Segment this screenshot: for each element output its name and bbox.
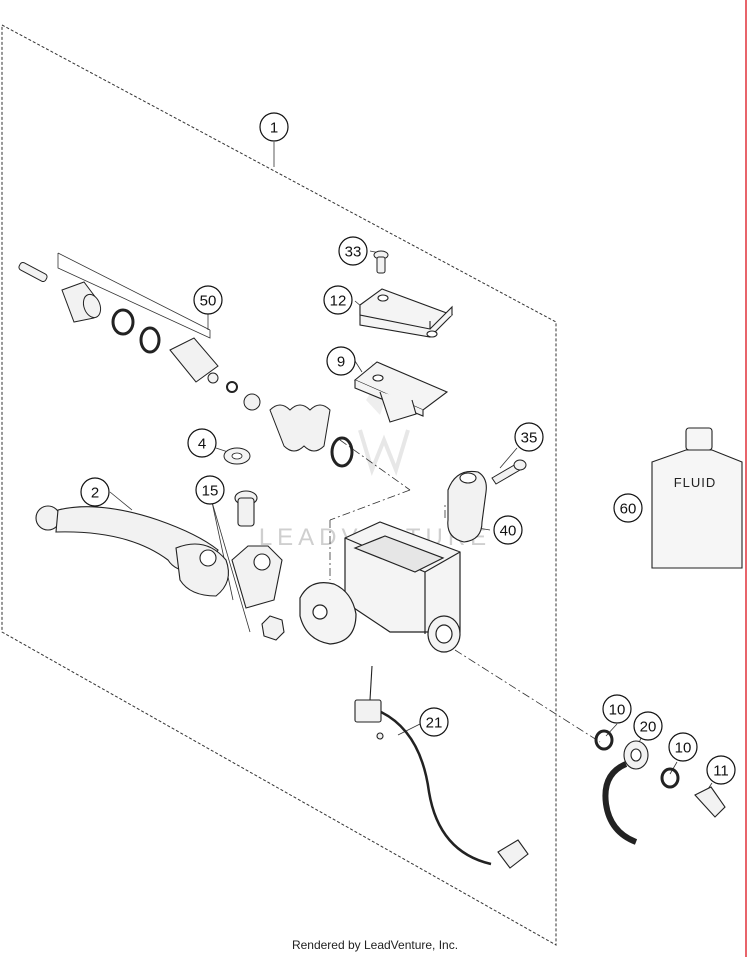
part-21-switch-cable	[354, 665, 529, 869]
callout-9: 9	[326, 346, 356, 376]
callout-10-upper: 10	[602, 694, 632, 724]
callout-21: 21	[419, 707, 449, 737]
callout-33: 33	[338, 236, 368, 266]
callout-35: 35	[514, 422, 544, 452]
svg-text:10: 10	[675, 740, 692, 757]
piston-kit-parts	[18, 261, 354, 468]
fluid-label: FLUID	[674, 475, 717, 490]
part-15-pivot	[231, 490, 285, 641]
callout-2: 2	[80, 477, 110, 507]
callout-40: 40	[493, 515, 523, 545]
svg-text:11: 11	[713, 763, 729, 780]
master-cylinder-body	[299, 521, 461, 653]
subgroup-50-outline	[57, 253, 211, 339]
svg-text:20: 20	[640, 719, 657, 736]
callout-11: 11	[706, 755, 736, 785]
callout-10-lower: 10	[668, 732, 698, 762]
svg-text:10: 10	[609, 702, 626, 719]
footer-credit: Rendered by LeadVenture, Inc.	[291, 938, 459, 952]
callout-60: 60	[613, 493, 643, 523]
part-33-screw	[373, 250, 389, 274]
part-9-diaphragm	[353, 361, 449, 423]
svg-text:21: 21	[426, 715, 443, 732]
subgroup-50-bracket	[57, 252, 211, 331]
part-2-lever	[35, 505, 229, 597]
svg-text:50: 50	[200, 293, 217, 310]
callout-4: 4	[187, 428, 217, 458]
callout-15: 15	[195, 475, 225, 505]
callout-1: 1	[259, 112, 289, 142]
svg-text:40: 40	[500, 523, 517, 540]
svg-text:4: 4	[198, 436, 206, 453]
svg-text:9: 9	[337, 354, 345, 371]
part-35-bolt	[491, 459, 527, 485]
hose-fittings	[594, 729, 726, 845]
part-60-fluid-bottle	[651, 427, 743, 569]
callout-20: 20	[633, 711, 663, 741]
svg-text:15: 15	[202, 483, 219, 500]
svg-text:1: 1	[270, 120, 278, 137]
assembly-outline	[1, 24, 557, 946]
svg-text:12: 12	[330, 293, 347, 310]
callout-12: 12	[323, 285, 353, 315]
svg-text:2: 2	[91, 485, 99, 502]
part-12-cover	[359, 288, 453, 338]
svg-text:60: 60	[620, 501, 637, 518]
leader-lines	[109, 142, 713, 793]
svg-text:35: 35	[521, 430, 538, 447]
callout-50: 50	[193, 285, 223, 315]
axis-lines	[329, 439, 601, 743]
part-40-clamp	[447, 470, 487, 543]
svg-text:33: 33	[345, 244, 362, 261]
